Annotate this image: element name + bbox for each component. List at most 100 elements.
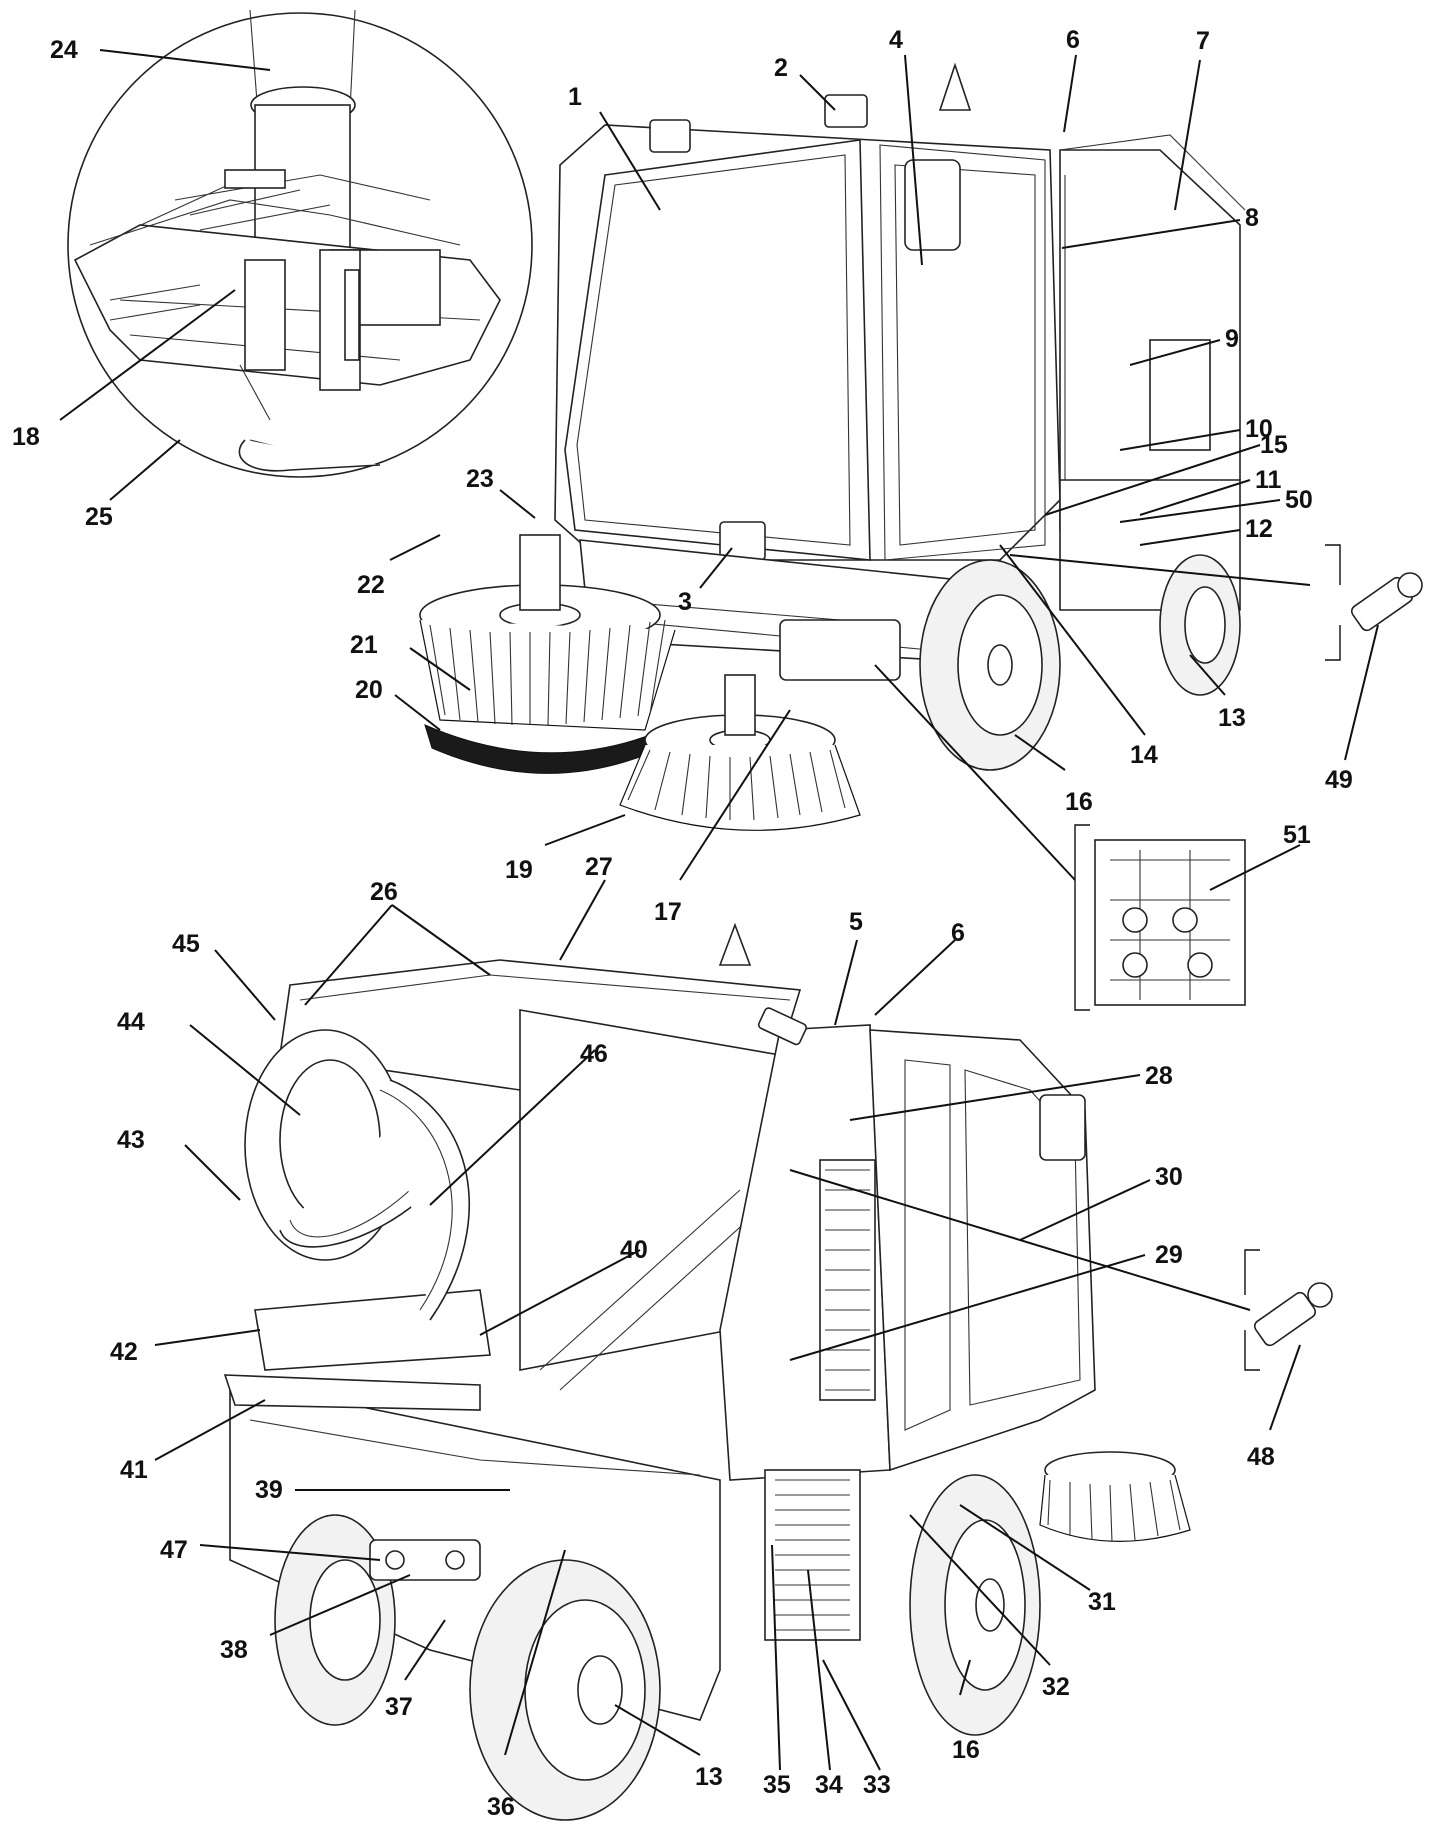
leader-36	[504, 1549, 566, 1756]
callout-29: 29	[1155, 1241, 1183, 1269]
leader-38	[269, 1574, 411, 1636]
callout-16-bottom: 16	[952, 1736, 980, 1764]
callout-24: 24	[50, 36, 78, 64]
side-brush-left	[419, 534, 676, 774]
leader-33	[822, 1659, 881, 1771]
leader-2	[799, 74, 836, 111]
callout-9: 9	[1225, 325, 1239, 353]
callout-38: 38	[220, 1636, 248, 1664]
leader-14	[999, 544, 1146, 736]
wheel-13-top	[1159, 554, 1241, 696]
leader-12	[1139, 529, 1241, 546]
leader-7	[1174, 59, 1201, 211]
leader-16a	[1014, 734, 1066, 771]
leader-29	[789, 1254, 1146, 1361]
hopper-body	[1059, 134, 1246, 611]
callout-34: 34	[815, 1771, 843, 1799]
callout-14: 14	[1130, 741, 1158, 769]
leader-45	[214, 949, 276, 1021]
leader-4	[904, 54, 923, 266]
callout-45: 45	[172, 930, 200, 958]
rear-wheel-left	[274, 1514, 396, 1726]
leader-22	[389, 534, 441, 561]
leader-21	[409, 647, 471, 691]
leader-49-a	[1009, 554, 1311, 586]
wheel-13-bottom	[469, 1559, 661, 1821]
leader-19	[544, 814, 626, 846]
callout-20: 20	[355, 676, 383, 704]
callout-31: 31	[1088, 1588, 1116, 1616]
leader-10	[1119, 429, 1241, 451]
callout-44: 44	[117, 1008, 145, 1036]
leader-48-b	[1269, 1344, 1301, 1431]
leader-lines	[59, 49, 1379, 1771]
leader-51	[1209, 844, 1301, 891]
wheel-16-bottom	[909, 1474, 1041, 1736]
leader-9	[1129, 339, 1221, 366]
inset-51-valve-block	[1074, 824, 1246, 1011]
callout-48: 48	[1247, 1443, 1275, 1471]
callout-10: 10	[1245, 415, 1273, 443]
callout-labels: 1 2 3 4 5 6 6 7 8 9 10 11 12 13 13 14 15…	[12, 26, 1353, 1821]
callout-30: 30	[1155, 1163, 1183, 1191]
callout-43: 43	[117, 1126, 145, 1154]
callout-36: 36	[487, 1793, 515, 1821]
callout-2: 2	[774, 54, 788, 82]
callout-19: 19	[505, 856, 533, 884]
leader-6b	[874, 939, 956, 1016]
leader-13a	[1189, 654, 1226, 696]
callout-6-bottom: 6	[951, 919, 965, 947]
leader-18	[59, 289, 236, 421]
leader-27	[559, 879, 606, 961]
callout-22: 22	[357, 571, 385, 599]
callout-28: 28	[1145, 1062, 1173, 1090]
callout-46: 46	[580, 1040, 608, 1068]
callout-13-top: 13	[1218, 704, 1246, 732]
leader-43	[184, 1144, 241, 1201]
leader-30	[1019, 1179, 1151, 1241]
tow-hitch	[369, 1539, 481, 1581]
callout-50: 50	[1285, 486, 1313, 514]
callout-16-top: 16	[1065, 788, 1093, 816]
callout-47: 47	[160, 1536, 188, 1564]
leader-40	[479, 1249, 641, 1336]
leader-26-a	[304, 904, 393, 1006]
callout-4: 4	[889, 26, 903, 54]
leader-8	[1061, 219, 1241, 249]
callout-32: 32	[1042, 1673, 1070, 1701]
callout-18: 18	[12, 423, 40, 451]
leader-13b	[614, 1704, 701, 1756]
leader-26-b	[391, 904, 491, 976]
callout-12: 12	[1245, 515, 1273, 543]
callout-49: 49	[1325, 766, 1353, 794]
callout-35: 35	[763, 1771, 791, 1799]
callout-17: 17	[654, 898, 682, 926]
callout-40: 40	[620, 1236, 648, 1264]
leader-51-connector	[874, 664, 1076, 881]
leader-1	[599, 111, 661, 211]
callout-33: 33	[863, 1771, 891, 1799]
leader-20	[394, 694, 441, 731]
callout-39: 39	[255, 1476, 283, 1504]
callout-3: 3	[678, 588, 692, 616]
callout-1: 1	[568, 83, 582, 111]
callout-6-top: 6	[1066, 26, 1080, 54]
callout-13-bottom: 13	[695, 1763, 723, 1791]
leader-5	[834, 939, 858, 1026]
leader-25	[109, 439, 181, 501]
leader-6a	[1063, 54, 1077, 133]
leader-50	[1119, 499, 1281, 523]
suction-hose-assembly	[223, 1029, 491, 1411]
leader-42	[154, 1329, 261, 1346]
bottom-machine-illustration	[223, 922, 1333, 1821]
leader-28	[849, 1074, 1141, 1121]
wheel-16-top	[919, 559, 1061, 771]
leader-41	[154, 1399, 266, 1461]
callout-15: 15	[1260, 431, 1288, 459]
inset-mechanism	[73, 9, 501, 472]
leader-24	[99, 49, 271, 71]
leader-32	[909, 1514, 1051, 1666]
leader-16b	[959, 1659, 971, 1696]
grille-28	[819, 1159, 876, 1401]
